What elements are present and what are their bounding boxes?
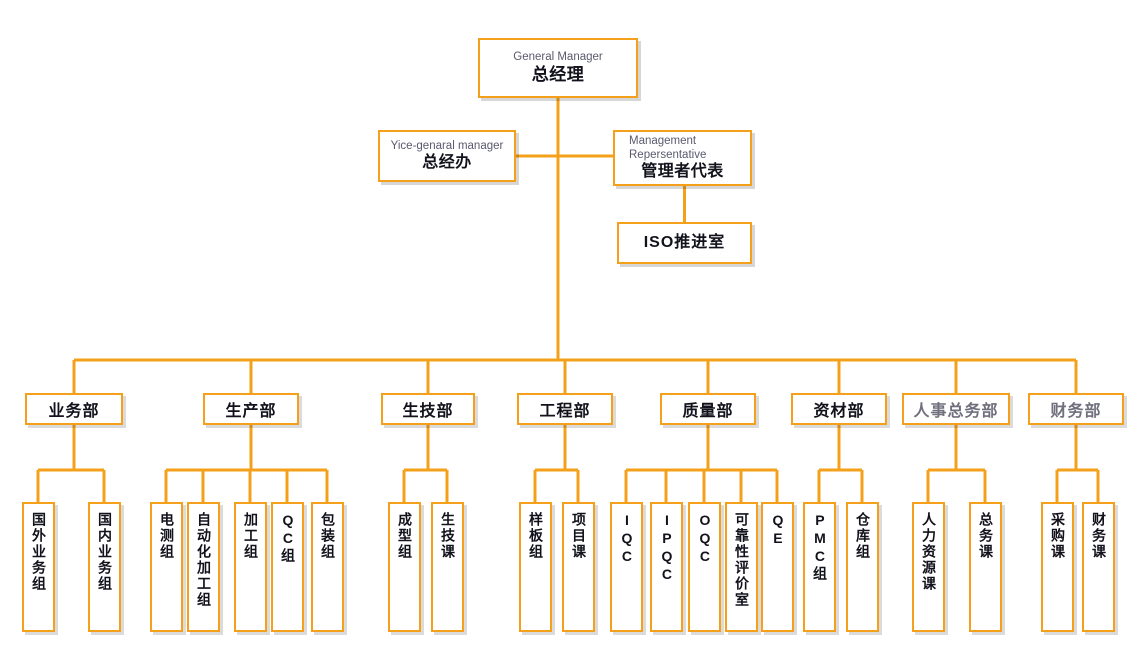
department-node[interactable]: 人事总务部	[902, 393, 1010, 425]
leaf-label: 自动化加工组	[195, 512, 212, 608]
node-general-manager-en: General Manager	[513, 51, 603, 64]
leaf-label: IPQC	[658, 512, 675, 584]
leaf-node[interactable]: 样板组	[518, 502, 552, 632]
leaf-label: 电测组	[158, 512, 175, 560]
department-node[interactable]: 生产部	[203, 393, 299, 425]
leaf-label: 财务课	[1090, 512, 1107, 560]
leaf-label: 包装组	[319, 512, 336, 560]
leaf-node[interactable]: 总务课	[968, 502, 1002, 632]
leaf-node[interactable]: OQC	[687, 502, 721, 632]
leaf-label: 成型组	[396, 512, 413, 560]
department-label: 工程部	[539, 403, 591, 420]
leaf-node[interactable]: 人力资源课	[911, 502, 945, 632]
leaf-label: 仓库组	[854, 512, 871, 560]
node-vice-general-manager-en: Yice-genaral manager	[390, 139, 504, 152]
node-general-manager-cn: 总经理	[531, 65, 585, 85]
leaf-node[interactable]: PMC组	[802, 502, 836, 632]
leaf-label: IQC	[618, 512, 635, 566]
node-iso-office[interactable]: ISO推进室	[617, 222, 752, 264]
leaf-label: 采购课	[1049, 512, 1066, 560]
leaf-label: 可靠性评价室	[733, 512, 750, 608]
department-node[interactable]: 业务部	[25, 393, 123, 425]
leaf-node[interactable]: IPQC	[649, 502, 683, 632]
leaf-node[interactable]: 国外业务组	[21, 502, 55, 632]
leaf-label: 总务课	[977, 512, 994, 560]
department-label: 业务部	[48, 403, 100, 420]
department-node[interactable]: 生技部	[381, 393, 475, 425]
leaf-node[interactable]: IQC	[609, 502, 643, 632]
leaf-node[interactable]: 成型组	[387, 502, 421, 632]
leaf-label: 加工组	[242, 512, 259, 560]
node-management-representative-en: Management Repersentative	[629, 134, 707, 161]
department-node[interactable]: 资材部	[791, 393, 887, 425]
leaf-label: 国外业务组	[30, 512, 47, 592]
department-label: 质量部	[682, 403, 734, 420]
leaf-node[interactable]: 生技课	[430, 502, 464, 632]
leaf-node[interactable]: 加工组	[233, 502, 267, 632]
department-label: 财务部	[1050, 403, 1102, 420]
leaf-node[interactable]: 国内业务组	[87, 502, 121, 632]
leaf-node[interactable]: QC组	[270, 502, 304, 632]
department-label: 资材部	[813, 403, 865, 420]
leaf-node[interactable]: 电测组	[149, 502, 183, 632]
department-label: 生技部	[402, 403, 454, 420]
department-node[interactable]: 财务部	[1028, 393, 1124, 425]
leaf-node[interactable]: 项目课	[561, 502, 595, 632]
node-iso-office-cn: ISO推进室	[643, 234, 726, 251]
leaf-label: OQC	[696, 512, 713, 566]
leaf-label: PMC组	[811, 512, 828, 582]
leaf-node[interactable]: 可靠性评价室	[724, 502, 758, 632]
leaf-node[interactable]: 采购课	[1040, 502, 1074, 632]
leaf-node[interactable]: QE	[760, 502, 794, 632]
department-label: 生产部	[225, 403, 277, 420]
leaf-node[interactable]: 财务课	[1081, 502, 1115, 632]
leaf-node[interactable]: 仓库组	[845, 502, 879, 632]
leaf-label: QC组	[279, 512, 296, 564]
leaf-label: 国内业务组	[96, 512, 113, 592]
node-management-representative[interactable]: Management Repersentative 管理者代表	[613, 130, 752, 186]
leaf-label: QE	[769, 512, 786, 548]
department-node[interactable]: 质量部	[660, 393, 756, 425]
leaf-label: 样板组	[527, 512, 544, 560]
node-management-representative-cn: 管理者代表	[641, 163, 724, 181]
node-vice-general-manager[interactable]: Yice-genaral manager 总经办	[378, 130, 516, 182]
leaf-node[interactable]: 自动化加工组	[186, 502, 220, 632]
department-label: 人事总务部	[913, 403, 999, 420]
leaf-label: 项目课	[570, 512, 587, 560]
leaf-node[interactable]: 包装组	[310, 502, 344, 632]
leaf-label: 人力资源课	[920, 512, 937, 592]
department-node[interactable]: 工程部	[517, 393, 613, 425]
node-vice-general-manager-cn: 总经办	[422, 154, 472, 171]
leaf-label: 生技课	[439, 512, 456, 560]
node-general-manager[interactable]: General Manager 总经理	[478, 38, 638, 98]
